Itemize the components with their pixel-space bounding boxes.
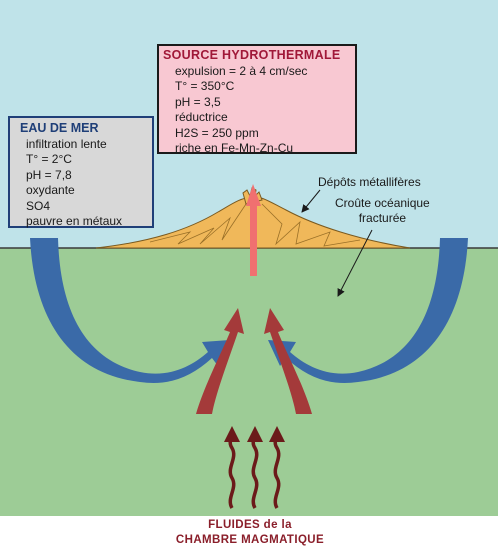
fluids-label-line: FLUIDES de la <box>208 519 292 531</box>
source-line: T° = 350°C <box>175 79 235 93</box>
deposits-pointer <box>301 189 321 213</box>
hydrothermal-source-info-box: SOURCE HYDROTHERMALE expulsion = 2 à 4 c… <box>157 44 357 155</box>
crust-label-line: Croûte océanique <box>335 196 430 210</box>
seawater-line: infiltration lente <box>26 136 107 151</box>
oceanic-crust-area <box>0 248 498 516</box>
seawater-line: pauvre en métaux <box>26 214 123 228</box>
seawater-arrow-right <box>268 238 468 383</box>
source-title: SOURCE HYDROTHERMALE <box>163 48 341 62</box>
source-line: riche en Fe-Mn-Zn-Cu <box>175 141 294 155</box>
fluids-label-line: CHAMBRE MAGMATIQUE <box>175 534 325 546</box>
seawater-line: pH = 7,8 <box>26 167 72 182</box>
source-line: pH = 3,5 <box>175 94 221 109</box>
hot-fluid-arrow-left <box>196 308 244 414</box>
seawater-line: T° = 2°C <box>26 152 72 166</box>
hot-fluid-arrow-right <box>264 308 312 414</box>
fractured-crust-label: Croûte océanique fracturée <box>335 196 430 226</box>
source-line: H2S = 250 ppm <box>175 125 259 140</box>
source-line: expulsion = 2 à 4 cm/sec <box>175 63 308 78</box>
source-line: réductrice <box>175 110 228 124</box>
seawater-title: EAU DE MER <box>20 121 99 135</box>
deposits-label: Dépôts métallifères <box>318 175 421 189</box>
seawater-line: oxydante <box>26 183 75 197</box>
seawater-info-box: EAU DE MER infiltration lente T° = 2°C p… <box>8 116 154 228</box>
magmatic-fluids-label: FLUIDES de la CHAMBRE MAGMATIQUE <box>150 518 350 548</box>
crust-pointer <box>337 229 373 297</box>
magmatic-fluid-arrowheads <box>224 426 285 442</box>
vent-plume-arrow <box>246 184 261 276</box>
crust-label-line: fracturée <box>358 211 407 225</box>
seawater-line: SO4 <box>26 198 51 213</box>
seawater-arrow-left <box>30 238 230 383</box>
